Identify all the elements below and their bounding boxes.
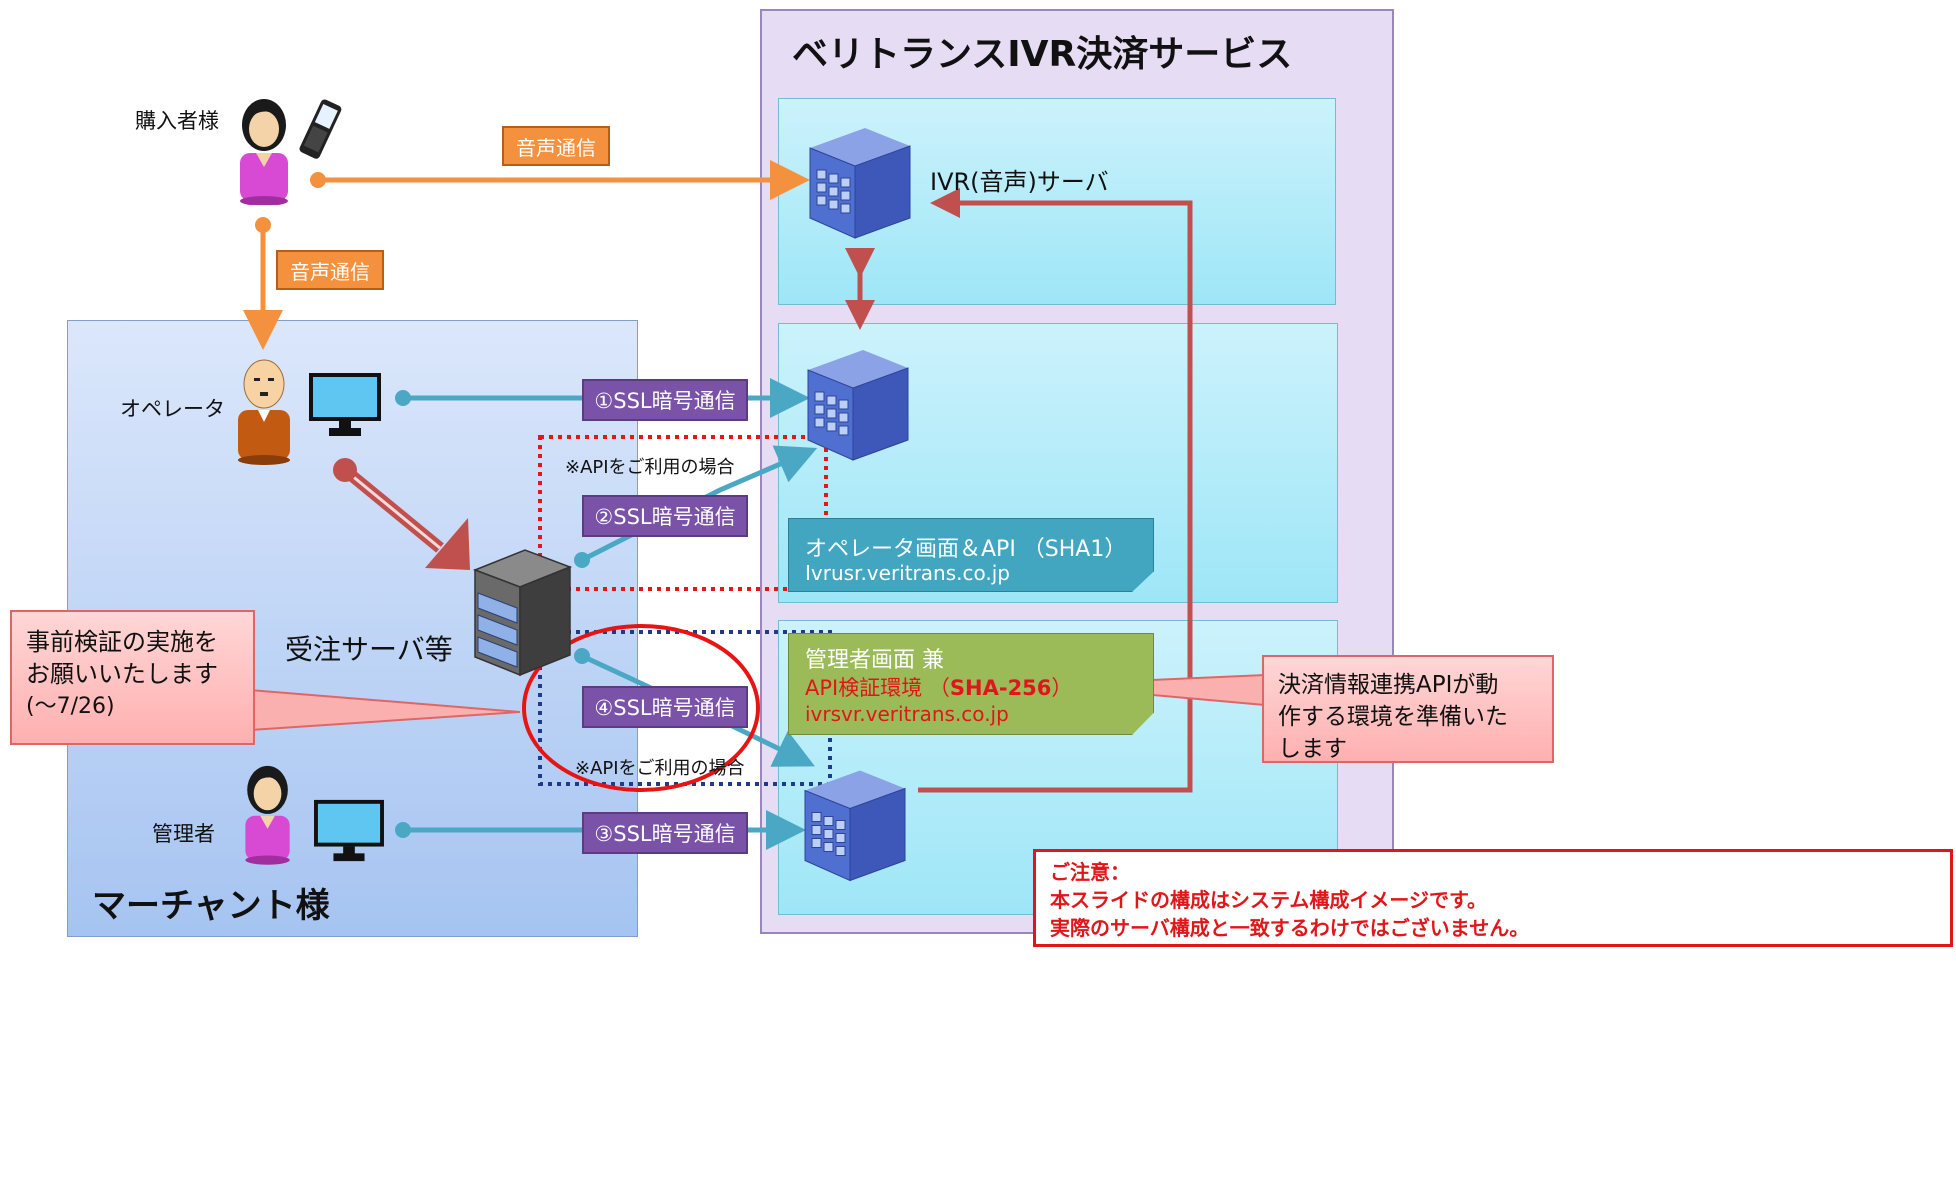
callout-left-line2: お願いいたします <box>26 660 218 688</box>
voice-pill-2: 音声通信 <box>276 250 384 290</box>
callout-left-line1: 事前検証の実施を <box>26 628 218 656</box>
admin-label: 管理者 <box>152 822 215 846</box>
order-server-icon <box>472 549 573 677</box>
caution-line2: 本スライドの構成はシステム構成イメージです。 <box>1050 888 1487 912</box>
veritrans-title: ベリトランスIVR決済サービス <box>792 34 1293 75</box>
admin-monitor-icon <box>314 799 384 862</box>
operator-to-order-arrow <box>333 458 470 570</box>
highlight-ellipse <box>522 624 760 792</box>
voice-pill-1: 音声通信 <box>502 126 610 166</box>
api-dotted-box-red <box>538 435 828 591</box>
admin-screen-api: API検証環境 （SHA-256） <box>805 672 1072 702</box>
ssl2-pill: ②SSL暗号通信 <box>582 495 748 537</box>
admin-screen-api-text: API検証環境 （ <box>805 676 950 700</box>
caution-title: ご注意： <box>1050 860 1130 884</box>
callout-left-line3: (〜7/26) <box>26 694 115 719</box>
api-note-2: ※APIをご利用の場合 <box>575 758 745 779</box>
ssl3-pill: ③SSL暗号通信 <box>582 812 748 854</box>
callout-left-pointer <box>249 688 521 732</box>
admin-person-icon <box>245 765 290 865</box>
ivr-server-label: IVR(音声)サーバ <box>930 168 1109 196</box>
ssl1-pill: ①SSL暗号通信 <box>582 379 748 421</box>
admin-screen-host: ivrsvr.veritrans.co.jp <box>805 702 1009 726</box>
callout-right-line1: 決済情報連携APIが動 <box>1278 672 1499 698</box>
merchant-title: マーチャント様 <box>92 886 330 926</box>
ssl4-pill: ④SSL暗号通信 <box>582 686 748 728</box>
operator-screen-host: Ivrusr.veritrans.co.jp <box>805 561 1010 585</box>
operator-screen-title: オペレータ画面＆API （SHA1） <box>805 537 1127 562</box>
operator-screen-note: オペレータ画面＆API （SHA1） Ivrusr.veritrans.co.j… <box>788 518 1154 592</box>
callout-right-line3: します <box>1278 736 1347 762</box>
order-server-label: 受注サーバ等 <box>285 633 453 666</box>
caution-line3: 実際のサーバ構成と一致するわけではございません。 <box>1050 916 1530 940</box>
admin-screen-note: 管理者画面 兼 API検証環境 （SHA-256） ivrsvr.veritra… <box>788 633 1154 735</box>
caution-box: ご注意： 本スライドの構成はシステム構成イメージです。 実際のサーバ構成と一致す… <box>1033 849 1953 947</box>
callout-left: 事前検証の実施を お願いいたします (〜7/26) <box>10 610 255 745</box>
callout-right: 決済情報連携APIが動 作する環境を準備いた します <box>1262 655 1554 763</box>
admin-screen-api-end: ） <box>1051 676 1073 700</box>
operator-server-icon <box>807 350 909 461</box>
ivr-server-icon <box>809 128 911 239</box>
purchaser-label: 購入者様 <box>135 109 219 133</box>
operator-person-icon <box>238 359 290 465</box>
admin-server-icon <box>804 770 906 882</box>
admin-screen-sha: SHA-256 <box>949 676 1052 700</box>
purchaser-person-icon <box>240 99 288 205</box>
operator-monitor-icon <box>309 373 381 436</box>
admin-screen-title: 管理者画面 兼 <box>805 648 944 673</box>
admin-to-ivr-line <box>918 188 1193 793</box>
callout-right-line2: 作する環境を準備いた <box>1278 704 1508 730</box>
api-note-1: ※APIをご利用の場合 <box>565 457 735 478</box>
mobile-phone-icon <box>299 99 342 159</box>
operator-label: オペレータ <box>120 397 225 421</box>
